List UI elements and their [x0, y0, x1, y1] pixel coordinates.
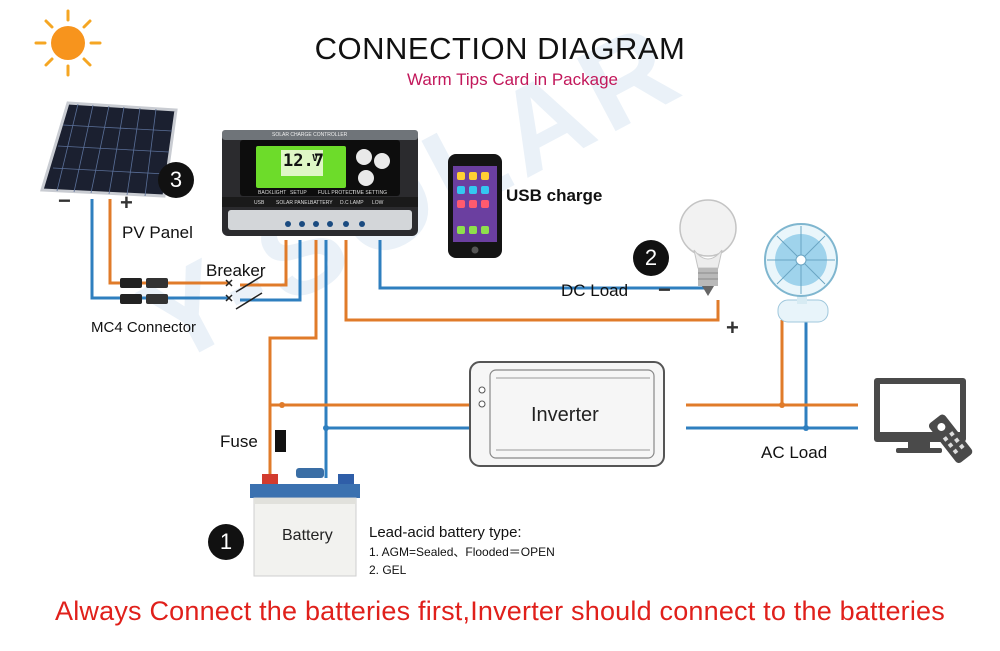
inverter-label: Inverter [531, 404, 599, 426]
dc-minus-sign: − [658, 277, 671, 302]
remote-icon [928, 414, 973, 464]
pv-panel-label: PV Panel [122, 223, 193, 242]
dc-load-label: DC Load [561, 281, 629, 300]
pv-minus-sign: − [58, 188, 71, 213]
controller-lcd-value: 12.7 [283, 151, 324, 171]
controller-menu-item: TIME SETTING [352, 190, 387, 196]
inverter-box [469, 361, 665, 467]
negative-wires [90, 199, 858, 478]
page-title: CONNECTION DIAGRAM [314, 31, 686, 66]
positive-wires [108, 199, 858, 478]
charge-controller [222, 130, 418, 236]
breaker-switch-icon [225, 275, 263, 310]
battery-type-item: 2. GEL [369, 563, 407, 577]
controller-header: SOLAR CHARGE CONTROLLER [272, 132, 348, 138]
step-badge-2: 2 [633, 240, 669, 276]
step-badge-1: 1 [208, 524, 244, 560]
controller-lcd-unit: V [312, 153, 319, 164]
mc4-label: MC4 Connector [91, 319, 197, 336]
page-subtitle: Warm Tips Card in Package [407, 70, 618, 89]
solar-panel-icon [40, 101, 178, 198]
controller-port-label: SOLAR PANEL [276, 200, 311, 206]
battery-type-item: 1. AGM=Sealed、Flooded＝OPEN [369, 545, 555, 559]
controller-port-label: D.C LAMP [340, 200, 364, 206]
fuse-icon [275, 430, 286, 452]
controller-menu-item: FULL PROTECT [318, 190, 356, 196]
sun-icon [34, 9, 102, 77]
dc-plus-sign: + [726, 315, 739, 340]
controller-port-label: BATTERY [310, 200, 333, 206]
pv-plus-sign: + [120, 190, 133, 215]
bulb-icon [679, 199, 737, 296]
usb-label: USB charge [506, 186, 603, 205]
controller-menu-item: BACKLIGHT [258, 190, 287, 196]
step-badge-3: 3 [158, 162, 194, 198]
breaker-label: Breaker [206, 261, 266, 280]
battery-label: Battery [282, 527, 333, 544]
battery-type-heading: Lead-acid battery type: [369, 524, 522, 541]
battery-icon [250, 468, 360, 577]
footer-warning: Always Connect the batteries first,Inver… [55, 596, 945, 626]
controller-menu-item: SETUP [290, 190, 307, 196]
mc4-connector-icon [120, 278, 168, 304]
phone-icon [448, 154, 502, 258]
controller-port-label: USB [254, 200, 265, 206]
controller-port-label: LOW [372, 200, 384, 206]
ac-load-label: AC Load [761, 443, 828, 462]
fan-icon [764, 223, 838, 323]
fuse-label: Fuse [220, 432, 258, 451]
